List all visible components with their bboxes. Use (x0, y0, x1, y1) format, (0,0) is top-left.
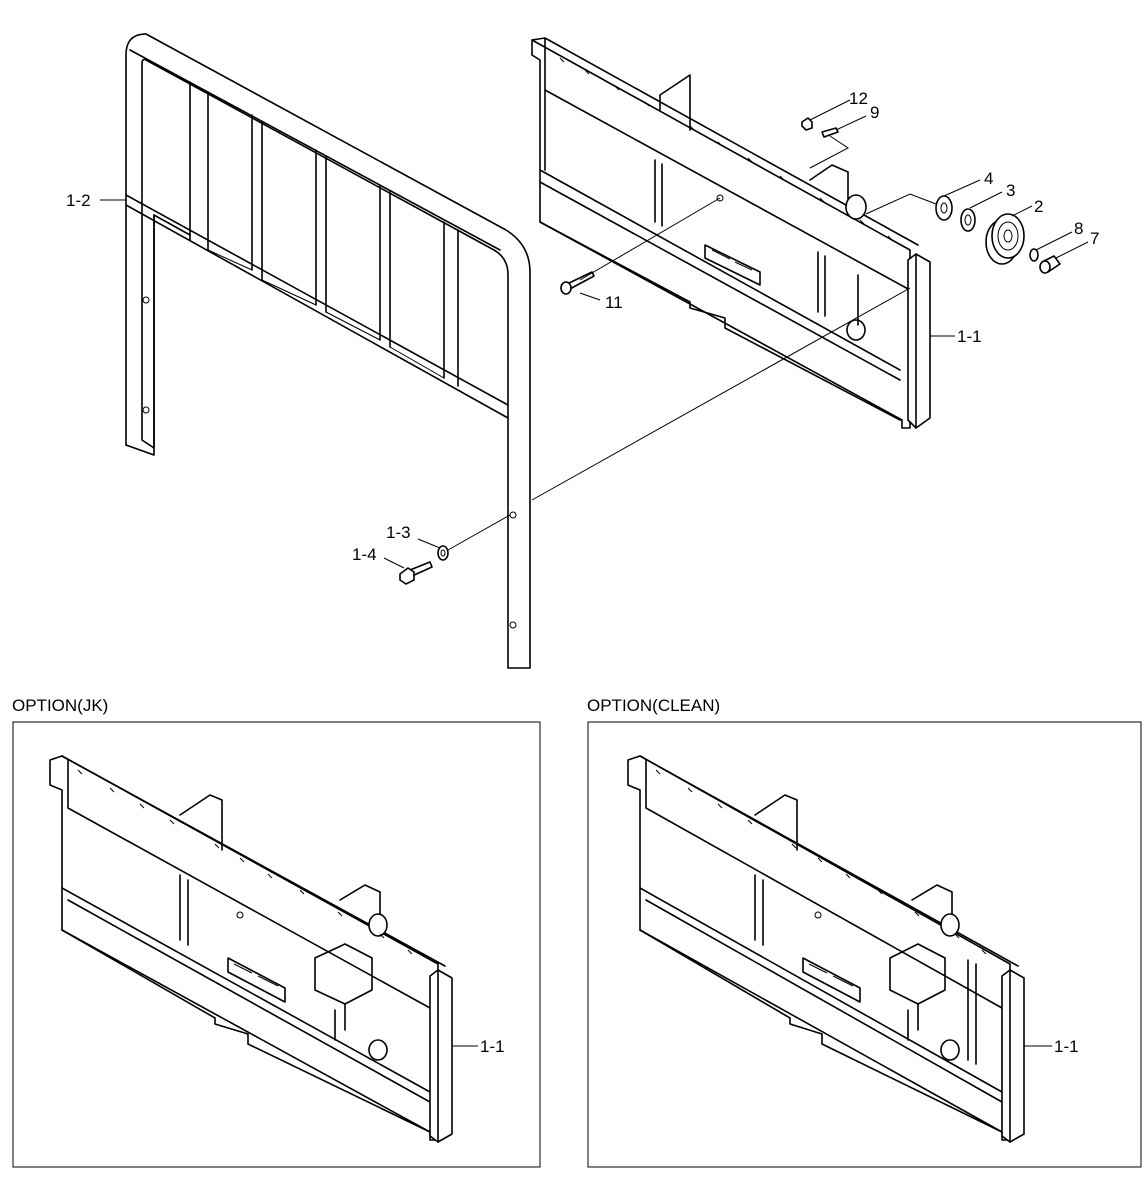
label-option-jk-part: 1-1 (480, 1037, 505, 1056)
option-clean-box (587, 721, 1142, 1168)
label-option-clean-part: 1-1 (1054, 1037, 1079, 1056)
spacer-4 (935, 195, 953, 221)
snap-ring-8 (1029, 248, 1039, 262)
nut-and-pin (801, 117, 839, 138)
label-spacer-3: 3 (1006, 181, 1015, 200)
option-clean-title: OPTION(CLEAN) (587, 696, 720, 715)
label-nut-12: 12 (849, 89, 868, 108)
label-guard: 1-2 (66, 191, 91, 210)
roller-bearing (985, 213, 1025, 265)
label-roller-2: 2 (1034, 197, 1043, 216)
label-washer-1-3: 1-3 (386, 523, 411, 542)
washer-1-3 (437, 545, 449, 561)
carriage-bolt (560, 271, 595, 295)
label-snap-ring-8: 8 (1074, 219, 1083, 238)
bolt-1-4 (399, 561, 433, 585)
fork-carriage (531, 37, 931, 429)
label-carriage: 1-1 (957, 327, 982, 346)
label-cap-7: 7 (1090, 229, 1099, 248)
spacer-3 (960, 208, 976, 232)
label-bolt-11: 11 (605, 293, 623, 312)
option-clean-carriage (627, 755, 1025, 1143)
label-spacer-4: 4 (984, 169, 993, 188)
cap-7 (1039, 255, 1061, 274)
option-jk-title: OPTION(JK) (12, 696, 108, 715)
option-jk-box (12, 721, 541, 1168)
load-backrest-guard (125, 33, 531, 669)
option-jk-carriage (49, 755, 453, 1143)
label-pin-9: 9 (870, 103, 879, 122)
label-bolt-1-4: 1-4 (352, 545, 377, 564)
